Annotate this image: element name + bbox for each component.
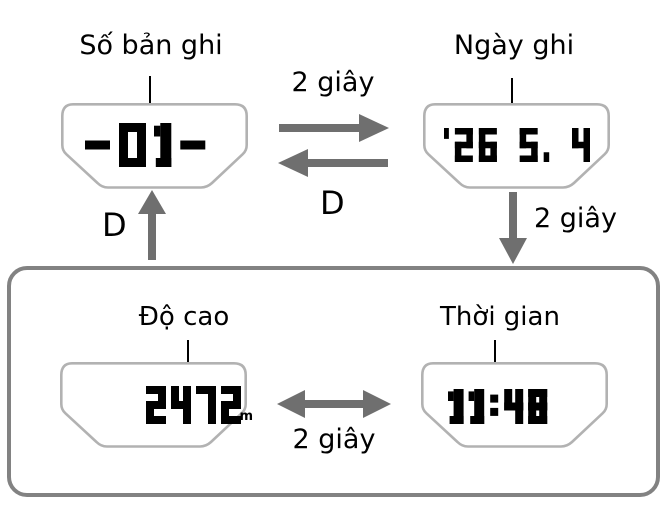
up-arrow-icon xyxy=(138,190,166,260)
grouped-modes-box xyxy=(7,266,660,497)
time-label: Thời gian xyxy=(440,302,560,332)
record-date-lcd xyxy=(444,128,590,162)
record-number-pointer-line xyxy=(149,76,151,112)
altitude-unit: m xyxy=(239,409,253,424)
record-date-pointer-line xyxy=(511,78,513,114)
time-pointer-line xyxy=(494,340,496,376)
record-date-label: Ngày ghi xyxy=(453,30,575,61)
altitude-lcd xyxy=(146,386,241,424)
altitude-display: m xyxy=(60,362,253,449)
time-display xyxy=(421,362,608,449)
record-number-label: Số bản ghi xyxy=(79,30,223,61)
record-number-display xyxy=(61,103,248,190)
double-horizontal-arrow-icon xyxy=(277,390,391,418)
altitude-pointer-line xyxy=(187,340,189,376)
d-button-label-middle: D xyxy=(320,184,345,222)
down-arrow-icon xyxy=(499,192,527,264)
lcd-panel-outline xyxy=(423,103,610,189)
interval-label-top: 2 giây xyxy=(291,67,375,98)
altitude-label: Độ cao xyxy=(138,302,230,332)
interval-label-bottom: 2 giây xyxy=(292,424,376,455)
right-arrow-icon xyxy=(279,114,389,142)
d-button-label-left: D xyxy=(102,206,127,244)
lcd-panel-outline xyxy=(61,103,248,189)
record-number-lcd xyxy=(84,123,207,167)
left-arrow-icon xyxy=(278,149,388,177)
interval-label-right: 2 giây xyxy=(534,203,617,234)
time-lcd xyxy=(448,389,548,424)
record-date-display xyxy=(423,103,610,190)
